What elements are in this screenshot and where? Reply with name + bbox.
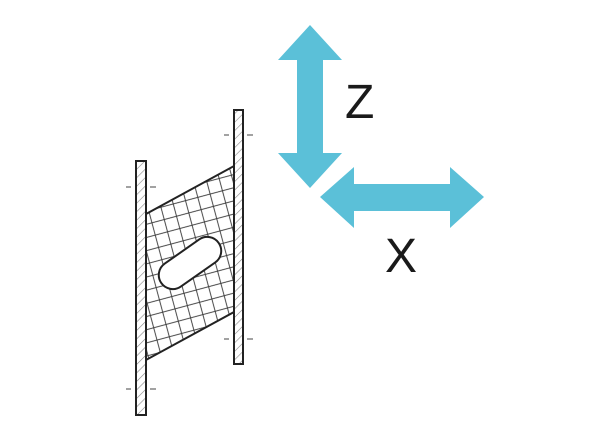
left-flange	[135, 160, 147, 416]
x-axis-arrow: X	[320, 167, 484, 283]
z-axis-arrow: Z	[278, 25, 374, 188]
x-arrow-shape	[320, 167, 484, 228]
x-axis-label: X	[385, 230, 417, 283]
right-flange	[233, 109, 244, 365]
centerline-marks	[126, 134, 253, 390]
z-arrow-shape	[278, 25, 342, 188]
z-axis-label: Z	[345, 76, 374, 129]
slot-hole	[157, 235, 223, 291]
flanged-part-drawing	[126, 109, 253, 416]
